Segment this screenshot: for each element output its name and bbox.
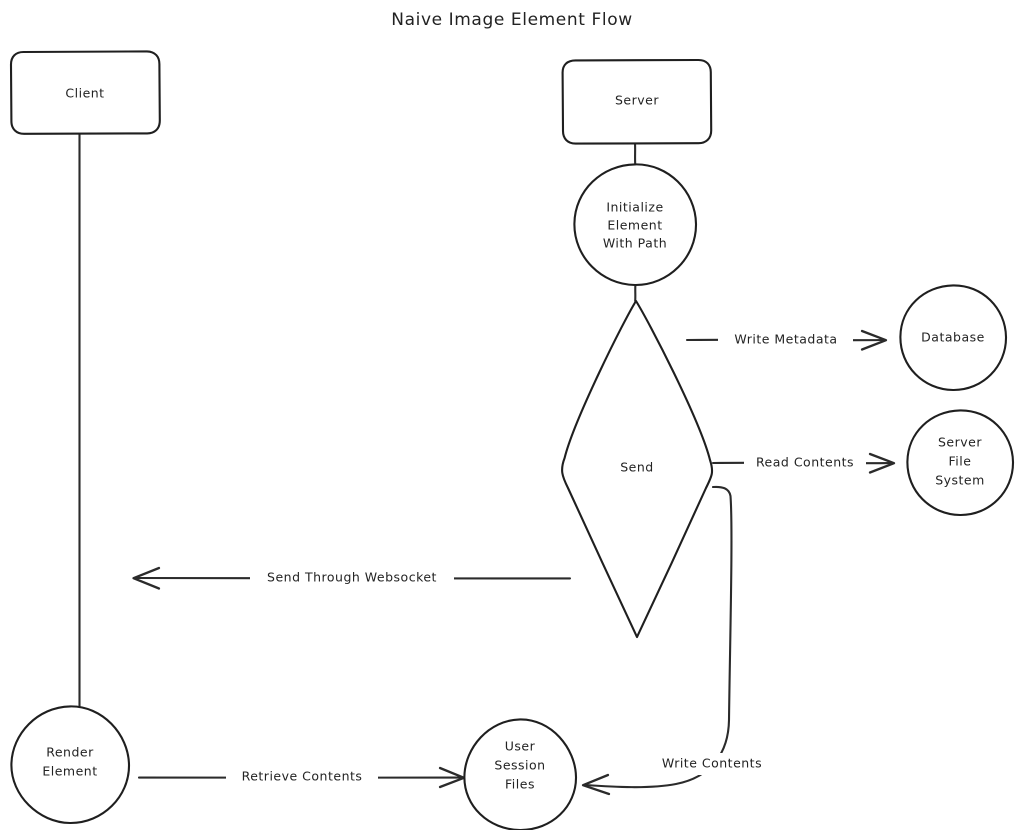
node-label-user-session-files-line-1: User	[505, 739, 536, 754]
edge-render-element-session-files: Retrieve Contents	[137, 766, 466, 789]
node-label-render-element-line-1: Render	[46, 745, 94, 760]
edge-label-backdrop	[226, 766, 378, 788]
edge-label-read-contents: Read Contents	[756, 455, 854, 470]
node-render-element[interactable]: Render Element	[10, 705, 131, 825]
page-title: Naive Image Element Flow	[391, 10, 632, 30]
node-label-initialize-line-3: With Path	[603, 236, 667, 251]
node-label-send: Send	[620, 460, 653, 475]
edge-label-write-contents: Write Contents	[662, 756, 762, 771]
edge-label-write-metadata: Write Metadata	[734, 332, 837, 347]
node-label-initialize-line-1: Initialize	[606, 200, 663, 215]
node-server-file-system[interactable]: Server File System	[906, 409, 1015, 517]
node-label-initialize-line-2: Element	[607, 218, 662, 233]
node-label-render-element-line-2: Element	[42, 764, 97, 779]
node-database[interactable]: Database	[899, 284, 1008, 392]
node-initialize-element-with-path[interactable]: Initialize Element With Path	[573, 163, 698, 287]
node-label-server-file-system-line-1: Server	[938, 435, 982, 450]
node-client[interactable]: Client	[9, 50, 161, 135]
edge-label-backdrop	[718, 329, 853, 351]
node-user-session-files[interactable]: User Session Files	[463, 718, 578, 830]
node-label-client: Client	[65, 86, 104, 101]
edge-label-retrieve-contents: Retrieve Contents	[242, 769, 363, 784]
edge-label-send-through-websocket: Send Through Websocket	[267, 570, 437, 585]
node-label-server: Server	[615, 93, 659, 108]
edge-label-backdrop	[250, 567, 454, 589]
node-label-server-file-system-line-3: System	[935, 473, 985, 488]
edge-label-backdrop	[650, 753, 778, 775]
node-server[interactable]: Server	[561, 58, 713, 145]
edge-send-session-files: Write Contents	[581, 485, 778, 796]
edge-send-client: Send Through Websocket	[132, 566, 572, 590]
node-label-user-session-files-line-2: Session	[494, 758, 545, 773]
edge-label-backdrop	[744, 452, 866, 474]
node-send[interactable]: Send	[561, 299, 714, 639]
node-label-user-session-files-line-3: Files	[505, 777, 535, 792]
node-label-server-file-system-line-2: File	[949, 454, 972, 469]
edge-send-database: Write Metadata	[685, 329, 888, 351]
node-label-database: Database	[921, 330, 985, 345]
edge-send-filesystem: Read Contents	[711, 452, 896, 474]
